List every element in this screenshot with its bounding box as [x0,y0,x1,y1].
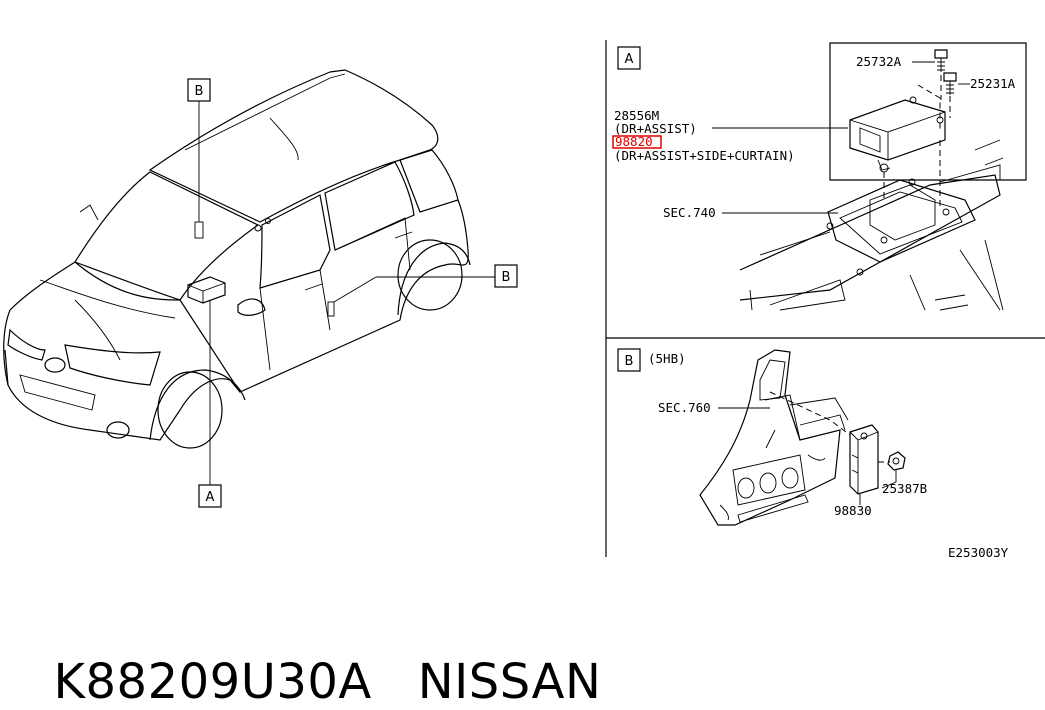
floor-structure [739,139,1004,311]
part-caption: K88209U30A NISSAN [22,598,601,710]
airbag-control-unit [849,96,946,173]
label-25387b: 25387B [882,481,927,496]
svg-text:A: A [206,490,215,505]
label-25231a: 25231A [970,76,1016,91]
label-98830: 98830 [834,503,872,518]
label-dr-assist-side-curtain: (DR+ASSIST+SIDE+CURTAIN) [614,148,795,163]
highlight-box [612,135,662,149]
drawing-code: E253003Y [948,545,1009,560]
svg-text:B: B [502,270,511,285]
label-5hb: (5HB) [648,351,686,366]
callout-b-right: B [494,264,518,288]
label-sec-760: SEC.760 [658,400,711,415]
label-25732a: 25732A [856,54,902,69]
callout-a: A [198,484,222,508]
panel-b: B (5HB) [617,348,927,526]
nut-25387b [887,451,906,471]
svg-text:B: B [195,84,204,99]
callout-b-top: B [187,78,211,102]
svg-text:B: B [625,354,634,369]
panel-a: A [612,42,1027,311]
label-dr-assist: (DR+ASSIST) [614,121,697,136]
part-number: K88209U30A [53,654,372,710]
parts-diagram: B A B A [3,40,1045,560]
svg-text:A: A [625,52,634,67]
label-28556m: 28556M [614,108,659,123]
car-illustration [3,69,495,485]
side-impact-sensor [849,424,879,495]
bolt-25231a [943,72,957,95]
bolt-25732a [934,49,948,72]
label-sec-740: SEC.740 [663,205,716,220]
b-pillar-structure [699,349,849,526]
brand-name: NISSAN [417,654,602,710]
label-98820-highlighted: 98820 [615,134,653,149]
